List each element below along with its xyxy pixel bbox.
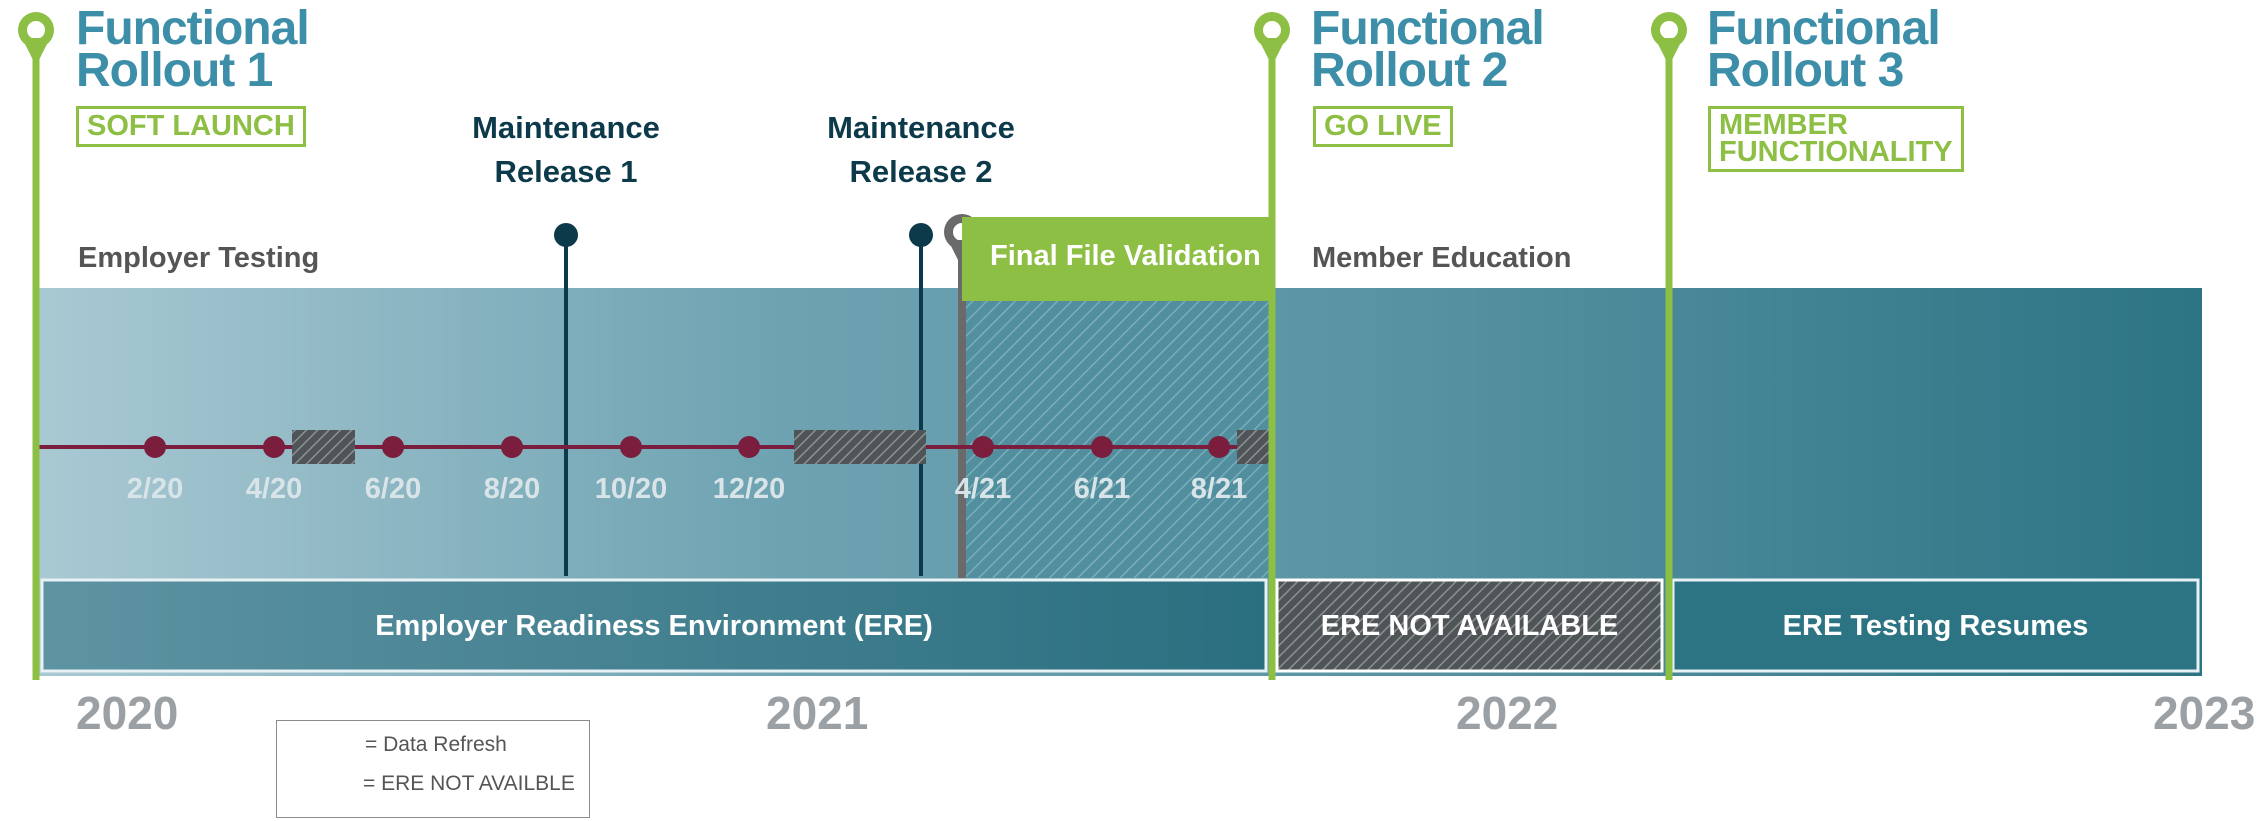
maintenance-release-1-label: Maintenance Release 1 <box>431 106 701 194</box>
data-refresh-dot-4 <box>501 436 523 458</box>
map-pin-icon <box>1651 12 1687 66</box>
rollout-2-title-line1: Functional <box>1311 2 1545 55</box>
rollout-3-badge-text-2: FUNCTIONALITY <box>1719 136 1953 168</box>
ere-not-available-block-3 <box>1237 430 1269 464</box>
data-refresh-dot-1 <box>144 436 166 458</box>
maintenance-release-2-label: Maintenance Release 2 <box>786 106 1056 194</box>
rollout-3-title-line2: Rollout 3 <box>1707 44 1904 97</box>
legend-not-available: = ERE NOT AVAILBLE <box>363 772 575 795</box>
refresh-label: 2/20 <box>126 473 184 505</box>
data-refresh-dot-7 <box>972 436 994 458</box>
maintenance-2-line2: Release 2 <box>849 154 993 189</box>
ere-resumes-bar <box>1671 578 2200 673</box>
rollout-1-title: Functional Rollout 1 <box>76 2 310 97</box>
refresh-label: 6/20 <box>364 473 422 505</box>
ere-resumes-label: ERE Testing Resumes <box>1782 610 2089 642</box>
rollout-1-title-line1: Functional <box>76 2 310 55</box>
rollout-1-badge: SOFT LAUNCH <box>76 106 306 147</box>
refresh-label: 4/21 <box>954 473 1012 505</box>
refresh-label: 8/21 <box>1190 473 1248 505</box>
maintenance-2-line1: Maintenance <box>827 110 1015 145</box>
data-refresh-dot-6 <box>738 436 760 458</box>
rollout-3-title-line1: Functional <box>1707 2 1941 55</box>
map-pin-icon <box>18 12 54 66</box>
maintenance-dot-1 <box>554 223 578 247</box>
ere-not-available-block-2 <box>794 430 926 464</box>
refresh-label: 4/20 <box>245 473 303 505</box>
rollout-2-title-line2: Rollout 2 <box>1311 44 1508 97</box>
legend <box>276 720 590 818</box>
final-file-validation-label: Final File Validation <box>990 240 1261 272</box>
rollout-2-badge-text: GO LIVE <box>1324 110 1442 142</box>
member-education-label: Member Education <box>1312 242 1572 274</box>
maintenance-dot-2 <box>909 223 933 247</box>
rollout-1-badge-text: SOFT LAUNCH <box>87 110 295 142</box>
year-label-2021: 2021 <box>766 687 869 739</box>
rollout-2-badge: GO LIVE <box>1313 106 1453 147</box>
final-file-validation-box <box>962 217 1272 301</box>
rollout-3-badge: MEMBER FUNCTIONALITY <box>1708 106 1964 172</box>
map-pin-icon <box>1254 12 1290 66</box>
data-refresh-dot-8 <box>1091 436 1113 458</box>
data-refresh-dot-9 <box>1208 436 1230 458</box>
ere-not-available-block-1 <box>292 430 355 464</box>
employer-testing-label: Employer Testing <box>78 242 320 274</box>
maintenance-1-line2: Release 1 <box>494 154 638 189</box>
year-label-2020: 2020 <box>76 687 179 739</box>
data-refresh-dot-5 <box>620 436 642 458</box>
ere-bar-label: Employer Readiness Environment (ERE) <box>375 610 933 642</box>
maintenance-1-line1: Maintenance <box>472 110 660 145</box>
rollout-1-title-line2: Rollout 1 <box>76 44 273 97</box>
refresh-label: 10/20 <box>594 473 668 505</box>
data-refresh-dot-3 <box>382 436 404 458</box>
legend-data-refresh: = Data Refresh <box>365 733 507 756</box>
refresh-label: 6/21 <box>1073 473 1131 505</box>
ere-bar <box>40 578 1268 673</box>
rollout-2-title: Functional Rollout 2 <box>1311 2 1545 97</box>
data-refresh-dot-2 <box>263 436 285 458</box>
ere-not-available-bar <box>1275 578 1664 673</box>
ere-not-available-label: ERE NOT AVAILABLE <box>1320 610 1619 642</box>
rollout-3-badge-text-1: MEMBER <box>1719 109 1848 141</box>
rollout-3-title: Functional Rollout 3 <box>1707 2 1941 97</box>
refresh-label: 12/20 <box>712 473 786 505</box>
year-label-2023: 2023 <box>2153 687 2256 739</box>
refresh-label: 8/20 <box>483 473 541 505</box>
year-label-2022: 2022 <box>1456 687 1559 739</box>
